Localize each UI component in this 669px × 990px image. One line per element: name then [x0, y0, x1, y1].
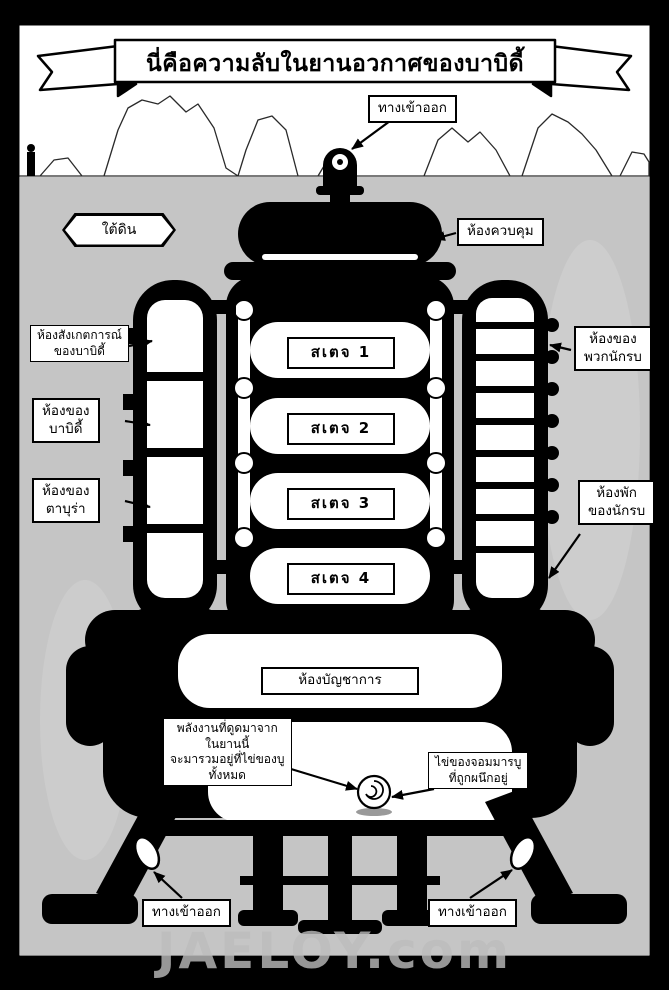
label-warriors-rest-room: ห้องพัก ของนักรบ	[578, 480, 656, 526]
distant-figure	[27, 144, 35, 176]
arrow-babidi-room	[124, 418, 151, 429]
label-stage-4: สเตจ 4	[287, 563, 395, 595]
label-entrance-bottom-left: ทางเข้าออก	[142, 899, 231, 927]
arrow-dabura-room	[124, 499, 151, 510]
label-egg-note: ไข่ของจอมมารบู ที่ถูกผนึกอยู่	[428, 752, 529, 790]
left-foot	[42, 894, 138, 924]
majin-buu-egg	[356, 774, 392, 816]
left-tower	[123, 280, 236, 636]
label-stage-3: สเตจ 3	[287, 488, 395, 520]
arrow-energy-to-egg	[290, 767, 358, 791]
arrow-observation-room	[128, 338, 153, 349]
arrow-egg-note	[391, 787, 435, 800]
label-control-room: ห้องควบคุม	[457, 218, 544, 246]
label-stage-2: สเตจ 2	[287, 413, 395, 445]
watermark: JAELOY.com	[156, 922, 513, 980]
right-foot	[531, 894, 627, 924]
control-room-dome	[224, 202, 456, 280]
arrow-entrance-top	[351, 120, 391, 150]
label-observation-room: ห้องสังเกตการณ์ ของบาบิดี้	[30, 325, 129, 363]
tone-patch	[540, 240, 640, 620]
label-entrance-bottom-right: ทางเข้าออก	[428, 899, 517, 927]
title-banner	[36, 38, 633, 98]
right-pipe	[425, 299, 447, 549]
label-underground: ใต้ดิน	[62, 213, 176, 247]
label-babidi-room: ห้องของ บาบิดี้	[32, 398, 100, 444]
page-title: นี่คือความลับในยานอวกาศของบาบิดี้	[145, 51, 525, 77]
label-command-room: ห้องบัญชาการ	[261, 667, 419, 695]
label-stage-1: สเตจ 1	[287, 337, 395, 369]
left-leg-hatch	[133, 836, 161, 870]
landing-legs	[42, 790, 627, 934]
label-energy-note: พลังงานที่ดูดมาจาก ในยานนี้ จะมารวมอยู่ท…	[163, 718, 292, 787]
right-leg-hatch	[509, 836, 537, 870]
arrow-warriors-room	[549, 342, 572, 353]
arrow-control-room	[433, 231, 457, 241]
left-pipe	[233, 299, 255, 549]
label-dabura-room: ห้องของ ตาบุร่า	[32, 478, 100, 524]
label-underground-text: ใต้ดิน	[65, 215, 173, 245]
right-tower	[446, 280, 559, 636]
arrow-entrance-bottom-right	[469, 869, 513, 899]
pointer-arrows	[124, 120, 581, 899]
label-warriors-room: ห้องของ พวกนักรบ	[574, 326, 652, 372]
arrow-warriors-rest	[548, 533, 581, 579]
label-entrance-top: ทางเข้าออก	[368, 95, 457, 123]
arrow-entrance-bottom-left	[153, 871, 183, 899]
